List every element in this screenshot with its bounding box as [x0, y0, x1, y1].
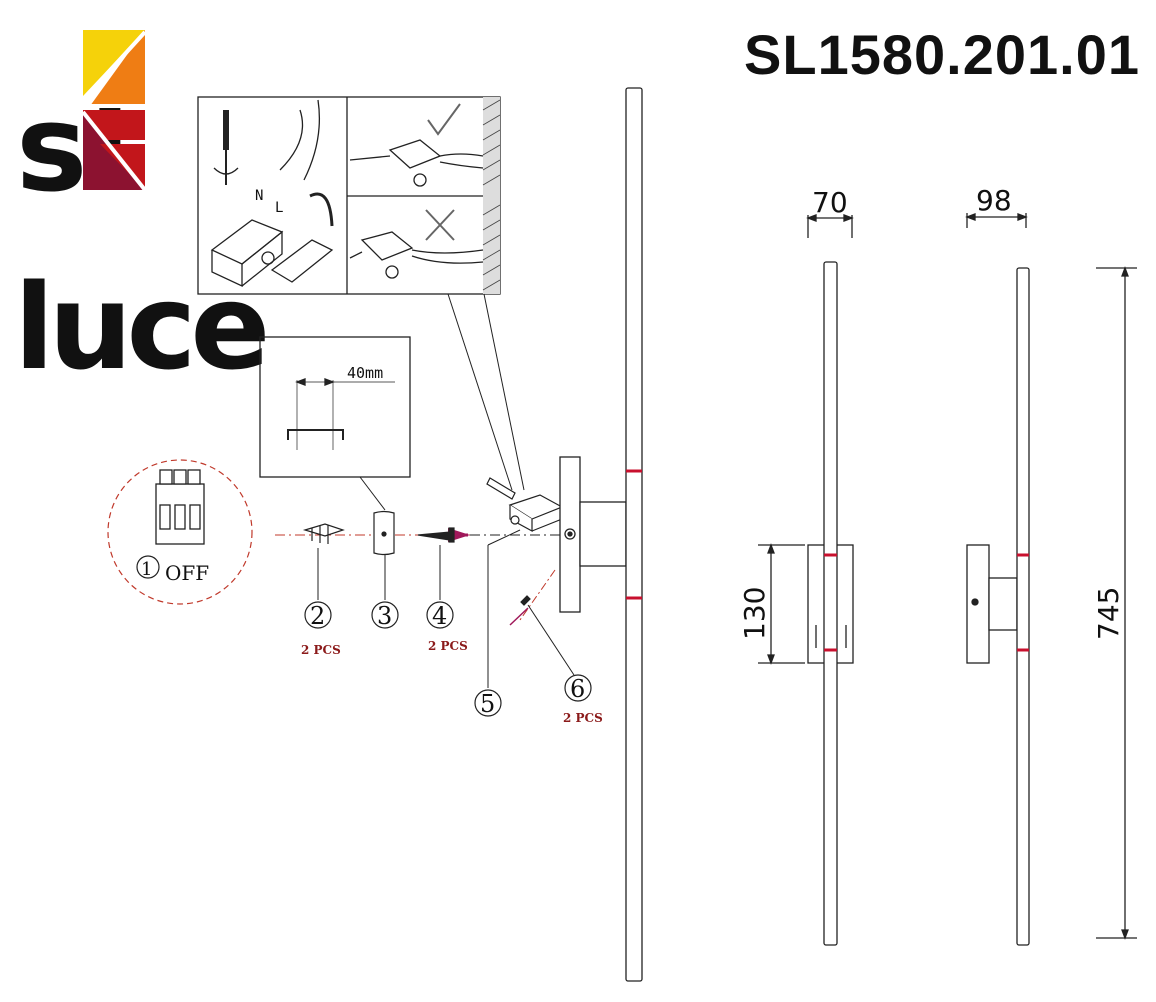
- model-number: SL1580.201.01: [744, 23, 1140, 86]
- switch-callout-circle: [107, 459, 253, 605]
- wall-plug-icon: [302, 523, 345, 544]
- rotate-arrow-icon: [309, 192, 334, 227]
- part-5-number: 5: [480, 690, 495, 718]
- part-4-qty: 2 PCS: [428, 639, 468, 653]
- screwdriver-icon: [213, 110, 239, 185]
- cross-icon: [425, 209, 455, 241]
- part-6-number: 6: [570, 675, 585, 703]
- mounting-bracket-icon: [373, 510, 395, 556]
- screw-icon: [417, 527, 455, 543]
- part-2-number: 2: [310, 602, 325, 630]
- switch-off-callout: 1 OFF: [107, 459, 253, 605]
- spacing-label: 40mm: [347, 364, 383, 382]
- cover-plate: [270, 239, 334, 283]
- label-l: L: [275, 200, 283, 216]
- switch-off-label: OFF: [165, 561, 209, 585]
- total-length-dim: 745: [1092, 587, 1125, 640]
- front-light-bar: [823, 261, 838, 946]
- terminal-block-icon: [210, 219, 284, 288]
- set-screw-arrow: [509, 607, 529, 626]
- side-depth-dim: 98: [976, 184, 1012, 217]
- breaker-switch-icon: [155, 469, 205, 545]
- brand-logo: st luce: [14, 30, 271, 396]
- junction-box-icon: [486, 477, 564, 533]
- spacing-inset: 40mm: [259, 336, 411, 511]
- part-2-qty: 2 PCS: [301, 643, 341, 657]
- wrong-connection: [349, 209, 484, 279]
- correct-connection: [349, 103, 484, 187]
- fixture-assembly-view: [559, 87, 643, 982]
- arm-block: [579, 501, 627, 567]
- part-6-qty: 2 PCS: [563, 711, 603, 725]
- front-view: 70 130: [738, 186, 854, 946]
- light-bar: [625, 87, 643, 982]
- wiring-inset: N L: [197, 96, 501, 295]
- side-arm-block: [988, 577, 1018, 631]
- base-height-dim: 130: [738, 587, 771, 640]
- side-light-bar: [1016, 267, 1030, 946]
- logo-text-luce: luce: [14, 258, 265, 396]
- spacing-inset-frame: [259, 336, 411, 478]
- check-icon: [427, 103, 461, 136]
- logo-square: [81, 30, 147, 192]
- label-n: N: [255, 188, 263, 204]
- part-3-number: 3: [377, 602, 392, 630]
- front-width-dim: 70: [812, 186, 848, 219]
- switch-step-number: 1: [141, 559, 152, 580]
- set-screw-icon: [520, 595, 531, 606]
- side-view: 98 745: [965, 184, 1137, 946]
- part-4-number: 4: [432, 602, 447, 630]
- wire: [279, 109, 304, 171]
